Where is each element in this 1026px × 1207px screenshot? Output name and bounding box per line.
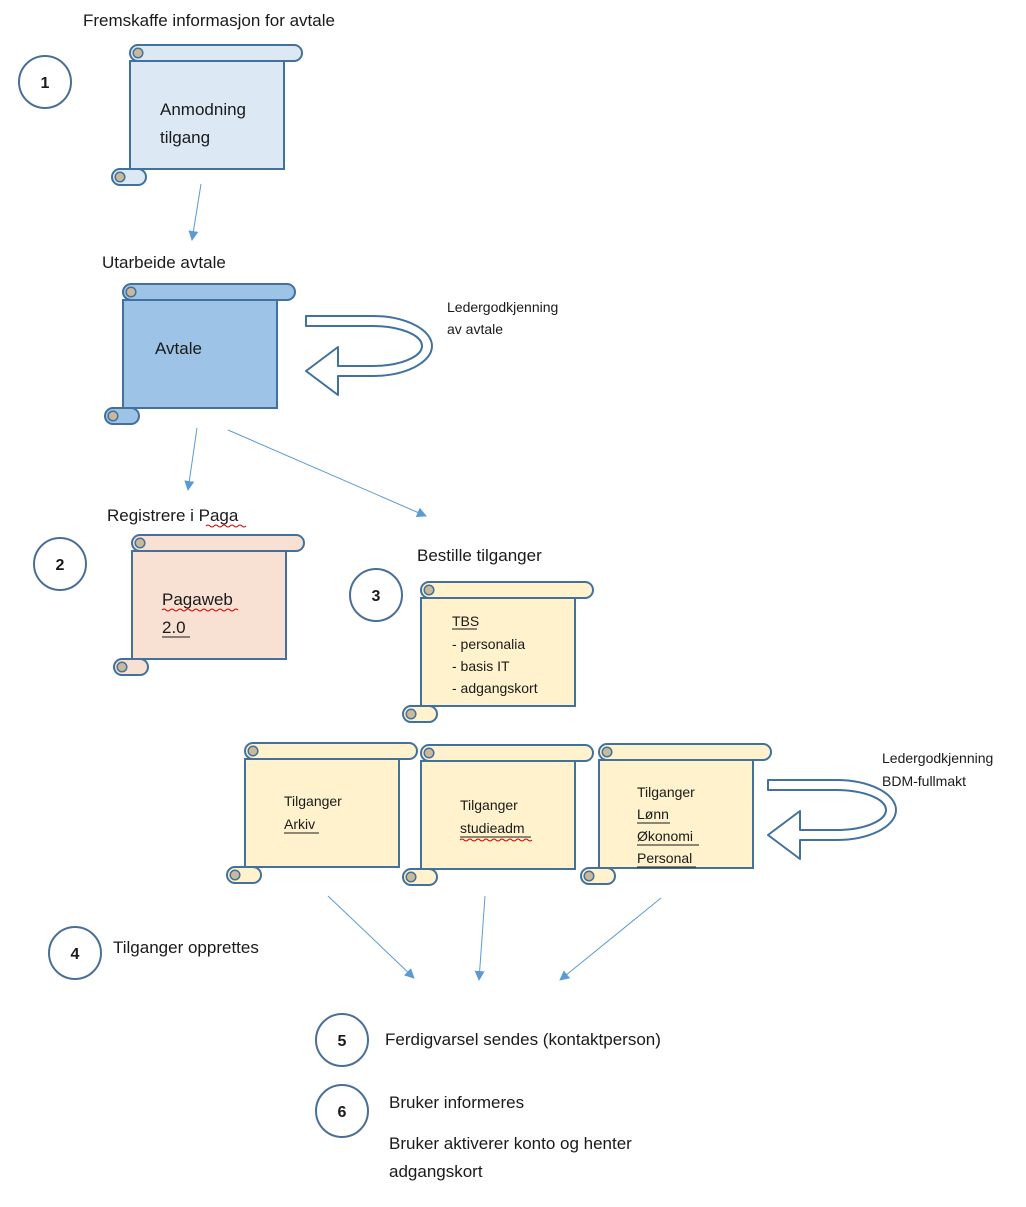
scroll-bottom-curl: [114, 171, 126, 183]
arrow-lonn-to-5: [559, 897, 662, 981]
scroll-studieadm-line1: Tilganger: [460, 797, 518, 813]
scroll-bottom-curl: [116, 661, 128, 673]
scroll-top-roll: [420, 744, 594, 762]
arrow-1-to-agreement: [188, 183, 202, 241]
scroll-lonn-line4: Personal: [637, 850, 692, 866]
arrow-arkiv-to-5: [327, 895, 415, 979]
scroll-lonn-line1: Tilganger: [637, 784, 695, 800]
scroll-lonn-line3: Økonomi: [637, 828, 693, 844]
spellcheck-underline-paga: [205, 524, 247, 528]
step4-number: 4: [71, 946, 80, 963]
scroll-anmodning: [111, 44, 303, 186]
scroll-studieadm-line2: studieadm: [460, 820, 525, 836]
scroll-top-roll: [420, 581, 594, 599]
approval-loop-label-2b: BDM-fullmakt: [882, 773, 966, 789]
scroll-lonn: [580, 743, 772, 885]
step5-text: Ferdigvarsel sendes (kontaktperson): [385, 1030, 661, 1049]
scroll-top-roll: [131, 534, 305, 552]
scroll-top-curl: [132, 47, 144, 59]
scroll-top-curl: [247, 745, 259, 757]
step3-number: 3: [372, 588, 381, 605]
step5-number-circle: 5: [315, 1013, 369, 1067]
scroll-anmodning-line2: tilgang: [160, 128, 210, 147]
arrow-studieadm-to-5: [474, 895, 486, 981]
step1-number-circle: 1: [18, 55, 72, 109]
step4-text: Tilganger opprettes: [113, 938, 259, 957]
scroll-lonn-line2: Lønn: [637, 806, 669, 822]
approval-loop-arrow-2: [767, 779, 897, 860]
scroll-anmodning-line1: Anmodning: [160, 100, 246, 119]
agreement-heading: Utarbeide avtale: [102, 253, 226, 272]
scroll-top-curl: [423, 747, 435, 759]
approval-loop-arrow-1: [305, 315, 433, 396]
arrow-agreement-to-2: [184, 427, 198, 491]
step2-number-circle: 2: [33, 537, 87, 591]
step5-number: 5: [338, 1033, 347, 1050]
step6-number: 6: [338, 1104, 347, 1121]
scroll-top-curl: [601, 746, 613, 758]
step6-number-circle: 6: [315, 1084, 369, 1138]
approval-loop-label-1a: Ledergodkjenning: [447, 299, 558, 315]
spellcheck-underline-pagaweb: [161, 608, 239, 612]
scroll-arkiv-line1: Tilganger: [284, 793, 342, 809]
scroll-top-roll: [598, 743, 772, 761]
scroll-avtale: [104, 283, 296, 425]
step6-text1: Bruker informeres: [389, 1093, 524, 1112]
step2-number: 2: [56, 557, 65, 574]
scroll-top-curl: [423, 584, 435, 596]
spellcheck-underline-studieadm: [459, 838, 533, 842]
step3-number-circle: 3: [349, 568, 403, 622]
scroll-bottom-curl: [405, 708, 417, 720]
scroll-tbs: [402, 581, 594, 723]
scroll-top-roll: [129, 44, 303, 62]
scroll-body: [244, 758, 400, 868]
scroll-bottom-curl: [583, 870, 595, 882]
scroll-pagaweb-line2: 2.0: [162, 618, 186, 637]
step6-text2-line2: adgangskort: [389, 1162, 483, 1181]
scroll-tbs-line3: - basis IT: [452, 658, 510, 674]
scroll-tbs-line2: - personalia: [452, 636, 525, 652]
approval-loop-label-2a: Ledergodkjenning: [882, 750, 993, 766]
step1-number: 1: [41, 75, 50, 92]
scroll-top-curl: [125, 286, 137, 298]
arrow-agreement-to-3: [227, 429, 427, 518]
scroll-avtale-text: Avtale: [155, 339, 202, 358]
step6-text2-line1: Bruker aktiverer konto og henter: [389, 1134, 632, 1153]
step3-heading: Bestille tilganger: [417, 546, 542, 565]
scroll-studieadm: [402, 744, 594, 886]
scroll-pagaweb-line1: Pagaweb: [162, 590, 233, 609]
scroll-top-curl: [134, 537, 146, 549]
scroll-top-roll: [122, 283, 296, 301]
scroll-tbs-line4: - adgangskort: [452, 680, 538, 696]
scroll-bottom-curl: [229, 869, 241, 881]
scroll-top-roll: [244, 742, 418, 760]
scroll-bottom-curl: [405, 871, 417, 883]
approval-loop-label-1b: av avtale: [447, 321, 503, 337]
scroll-pagaweb: [113, 534, 305, 676]
scroll-body: [420, 760, 576, 870]
step1-heading: Fremskaffe informasjon for avtale: [83, 11, 335, 30]
scroll-arkiv: [226, 742, 418, 884]
scroll-bottom-curl: [107, 410, 119, 422]
step4-number-circle: 4: [48, 926, 102, 980]
scroll-arkiv-line2: Arkiv: [284, 816, 315, 832]
scroll-tbs-line1: TBS: [452, 613, 479, 629]
step2-heading: Registrere i Paga: [107, 506, 239, 525]
